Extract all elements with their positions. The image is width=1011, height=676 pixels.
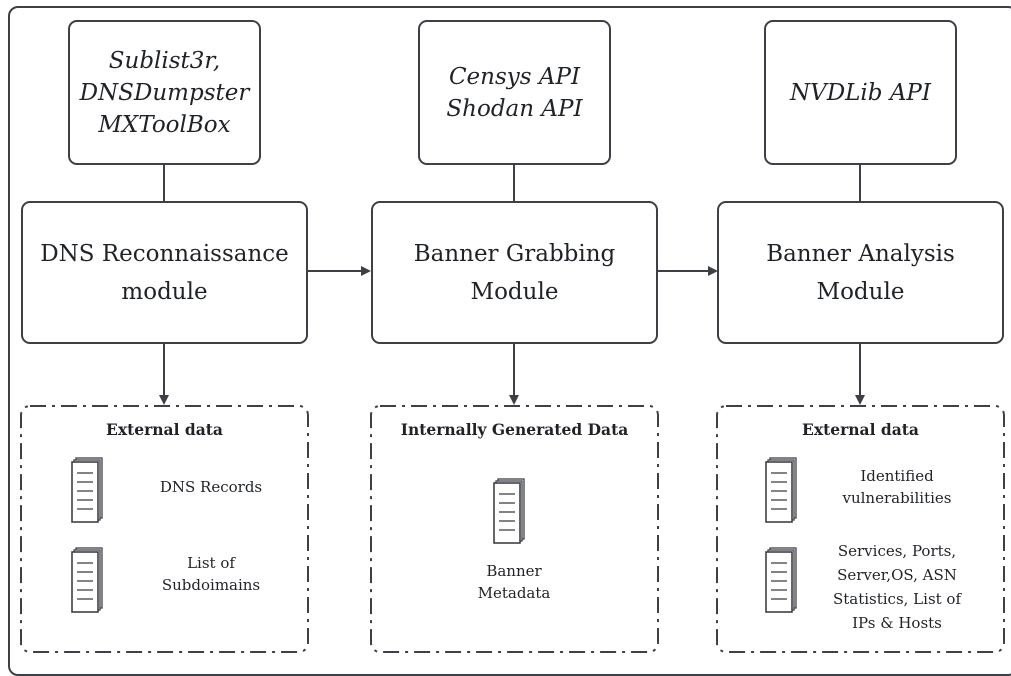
tool-line: Sublist3r, <box>108 47 221 74</box>
item-label-line: IPs & Hosts <box>852 614 942 632</box>
item-label-line: Subdoimains <box>161 576 261 594</box>
module-label: DNS Reconnaissance <box>40 240 289 267</box>
item-label-line: Statistics, List of <box>832 590 962 608</box>
item-services-ports: Services, Ports, Server,OS, ASN Statisti… <box>807 539 987 635</box>
item-label-line: DNS Records <box>159 478 263 496</box>
module-dns-reconnaissance: DNS Reconnaissance module <box>21 201 308 344</box>
item-label-line: List of <box>187 554 235 572</box>
panel-external-data-analysis: External data Identified vulnerabilities… <box>717 406 1004 652</box>
tool-line: Censys API <box>448 63 581 90</box>
panel-border <box>716 405 1005 653</box>
panel-border <box>20 405 309 653</box>
item-list-of-subdomains: List of Subdoimains <box>121 552 301 596</box>
panel-external-data-dns: External data DNS Records List of Subdoi… <box>21 406 308 652</box>
module-label: module <box>121 278 208 305</box>
item-label-line: Banner <box>486 562 542 580</box>
item-identified-vulnerabilities: Identified vulnerabilities <box>807 465 987 509</box>
item-label-line: Identified <box>860 467 934 485</box>
module-banner-grabbing: Banner Grabbing Module <box>371 201 658 344</box>
module-label: Banner Grabbing <box>413 240 616 267</box>
item-dns-records: DNS Records <box>121 476 301 498</box>
tool-line: MXToolBox <box>98 111 231 138</box>
tool-box-banner-apis: Censys API Shodan API <box>418 20 611 165</box>
item-banner-metadata: Banner Metadata <box>414 560 614 604</box>
tool-line: DNSDumpster <box>79 79 250 106</box>
tool-box-dns-tools: Sublist3r, DNSDumpster MXToolBox <box>68 20 261 165</box>
module-label: Banner Analysis <box>766 240 955 267</box>
tool-line: Shodan API <box>446 95 583 122</box>
item-label-line: Services, Ports, <box>837 542 957 560</box>
module-label: Module <box>470 278 559 305</box>
panel-border <box>370 405 659 653</box>
panel-title: External data <box>106 420 223 439</box>
item-label-line: Metadata <box>477 584 551 602</box>
panel-title: External data <box>802 420 919 439</box>
tool-line: NVDLib API <box>789 79 931 106</box>
module-banner-analysis: Banner Analysis Module <box>717 201 1004 344</box>
panel-title: Internally Generated Data <box>400 420 629 439</box>
panel-internally-generated-data: Internally Generated Data Banner Metadat… <box>371 406 658 652</box>
item-label-line: vulnerabilities <box>842 489 952 507</box>
module-label: Module <box>816 278 905 305</box>
item-label-line: Server,OS, ASN <box>837 566 957 584</box>
tool-box-nvdlib: NVDLib API <box>764 20 957 165</box>
